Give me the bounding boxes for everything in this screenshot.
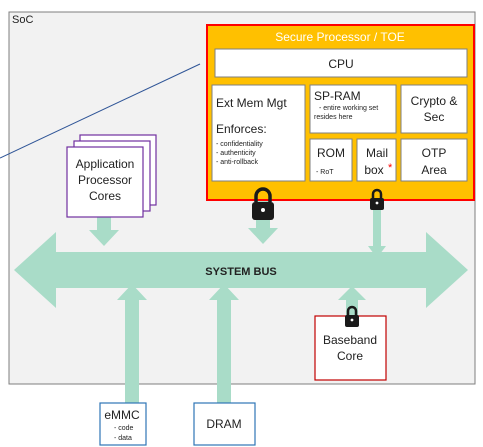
dram-label: DRAM bbox=[206, 417, 241, 431]
cpu-block bbox=[214, 48, 468, 78]
ext-mem-mgt-item: - anti-rollback bbox=[216, 159, 259, 166]
emmc-block bbox=[99, 402, 147, 446]
system-bus bbox=[14, 232, 468, 308]
app-cores-stack bbox=[66, 134, 157, 218]
rom-note: - RoT bbox=[316, 169, 334, 176]
callout-line bbox=[0, 63, 201, 159]
cpu-label: CPU bbox=[328, 57, 353, 71]
sp-ram-note: - entire working set bbox=[319, 105, 378, 112]
dram-block bbox=[193, 402, 256, 446]
baseband-line2: Core bbox=[337, 349, 363, 363]
mailbox-asterisk: * bbox=[388, 162, 393, 174]
dram-bus-arrow bbox=[209, 284, 239, 406]
app-cores-line3: Cores bbox=[89, 189, 121, 203]
sp-ram-note: resides here bbox=[314, 114, 353, 121]
emmc-title: eMMC bbox=[104, 408, 140, 422]
emmc-item: - data bbox=[114, 435, 132, 442]
crypto-label-line2: Sec bbox=[424, 110, 445, 124]
soc-label: SoC bbox=[12, 14, 33, 26]
app-cores-bus-arrow bbox=[89, 214, 119, 246]
crypto-block bbox=[400, 84, 468, 134]
ext-mem-mgt-title: Ext Mem Mgt bbox=[216, 96, 287, 110]
baseband-line1: Baseband bbox=[323, 333, 377, 347]
ext-mem-mgt-item: - authenticity bbox=[216, 150, 256, 157]
system-bus-label: SYSTEM BUS bbox=[205, 266, 277, 278]
app-cores-block bbox=[66, 146, 144, 218]
mailbox-label-line2: box bbox=[364, 163, 383, 177]
lock-icon bbox=[370, 188, 384, 210]
mailbox-block bbox=[356, 138, 397, 182]
lock-icon bbox=[345, 305, 359, 327]
secure-processor-title: Secure Processor / TOE bbox=[275, 30, 405, 44]
emmc-bus-arrow bbox=[117, 284, 147, 406]
crypto-label-line1: Crypto & bbox=[411, 94, 458, 108]
ext-mem-mgt-subtitle: Enforces: bbox=[216, 122, 267, 136]
otp-block bbox=[400, 138, 468, 182]
emmc-item: - code bbox=[114, 425, 134, 432]
rom-block bbox=[309, 138, 353, 182]
otp-label-line1: OTP bbox=[422, 146, 447, 160]
ext-mem-mgt-block bbox=[211, 84, 306, 182]
app-cores-line1: Application bbox=[76, 157, 135, 171]
lock-icon bbox=[252, 187, 274, 220]
sp-ram-title: SP-RAM bbox=[314, 89, 361, 103]
otp-label-line2: Area bbox=[421, 163, 447, 177]
app-cores-line2: Processor bbox=[78, 173, 132, 187]
sp-ram-block bbox=[309, 84, 397, 134]
mailbox-label-line1: Mail bbox=[366, 146, 388, 160]
rom-title: ROM bbox=[317, 146, 345, 160]
ext-mem-mgt-item: - confidentiality bbox=[216, 141, 263, 148]
